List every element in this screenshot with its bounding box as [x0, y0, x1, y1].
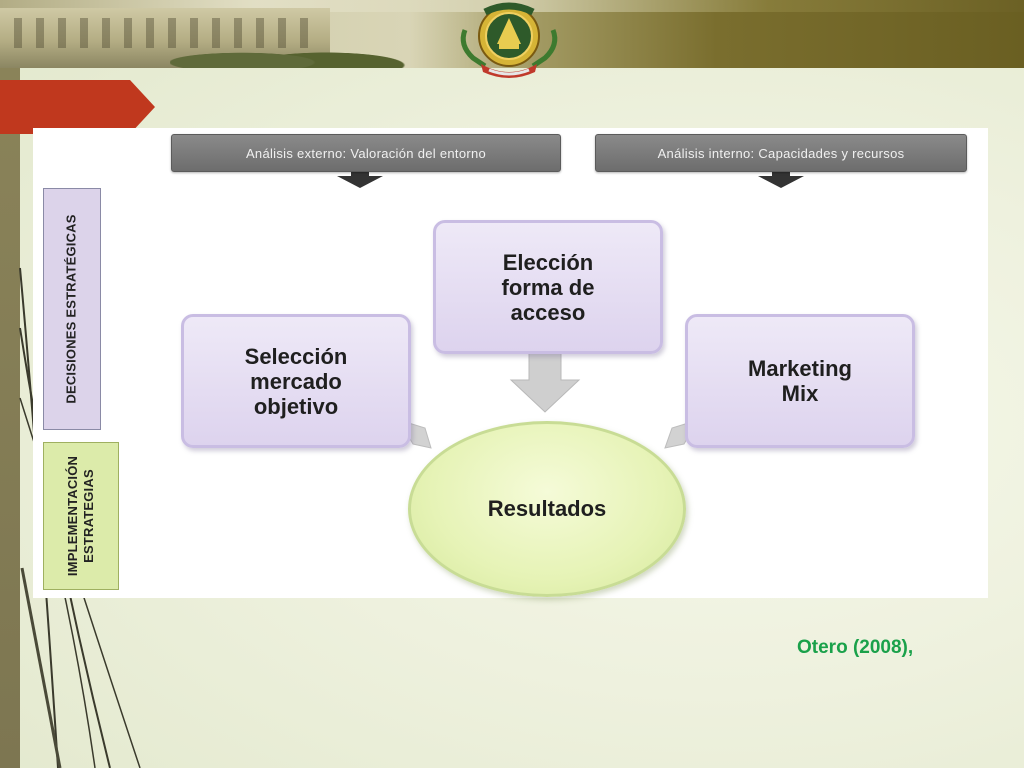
arrow-down-icon [337, 170, 383, 188]
node-access-choice: Elección forma de acceso [433, 220, 663, 354]
node-marketing-mix: Marketing Mix [685, 314, 915, 448]
external-analysis-box: Análisis externo: Valoración del entorno [171, 134, 561, 172]
citation-text: Otero (2008), [797, 637, 914, 658]
implementation-label-text: IMPLEMENTACIÓN ESTRATEGIAS [65, 456, 97, 576]
node-results: Resultados [408, 421, 686, 597]
internal-analysis-box: Análisis interno: Capacidades y recursos [595, 134, 967, 172]
decisions-label: DECISIONES ESTRATÉGICAS [43, 188, 101, 430]
arrow-down-icon [509, 349, 581, 413]
left-accent-bar [0, 68, 20, 768]
red-arrow-icon [0, 80, 155, 134]
implementation-label-line2: ESTRATEGIAS [81, 469, 96, 563]
implementation-label-line1: IMPLEMENTACIÓN [65, 455, 80, 577]
banner-trees [170, 40, 410, 68]
decisions-label-text: DECISIONES ESTRATÉGICAS [64, 214, 79, 404]
seal-icon [460, 2, 558, 78]
node-market-selection: Selección mercado objetivo [181, 314, 411, 448]
arrow-down-icon [758, 170, 804, 188]
strategy-diagram: Análisis externo: Valoración del entorno… [33, 128, 988, 598]
implementation-label: IMPLEMENTACIÓN ESTRATEGIAS [43, 442, 119, 590]
